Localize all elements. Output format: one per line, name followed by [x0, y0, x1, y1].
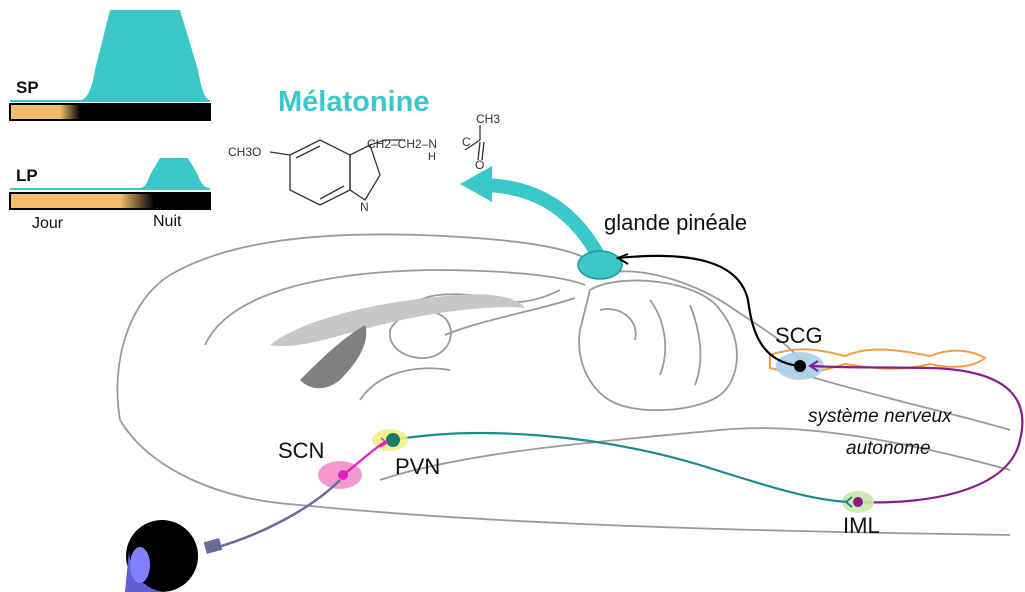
iml-scg-fiber	[811, 364, 1024, 504]
sp-melatonin-curve	[10, 10, 210, 100]
scn-label: SCN	[278, 438, 325, 463]
formula-ch3o: CH3O	[228, 145, 262, 159]
lp-photoperiod-bar	[9, 192, 211, 210]
formula-o: O	[475, 158, 485, 172]
lp-melatonin-curve	[10, 158, 210, 188]
formula-chain: CH2–CH2–N	[367, 137, 438, 151]
iml-label: IML	[843, 513, 880, 538]
ans-label-line2: autonome	[846, 438, 931, 459]
scg-label: SCG	[775, 323, 823, 348]
pineal-label: glande pinéale	[604, 210, 748, 235]
lateral-ventricle	[270, 294, 525, 347]
lp-label: LP	[16, 166, 38, 185]
scn-pvn-fiber	[342, 441, 386, 476]
pvn-iml-fiber	[392, 432, 849, 504]
day-label: Jour	[32, 215, 64, 232]
sp-label: SP	[16, 78, 39, 97]
formula-n: N	[360, 200, 369, 214]
third-ventricle	[300, 325, 367, 389]
sympathetic-chain	[769, 348, 987, 374]
formula-h: H	[428, 151, 436, 163]
melatonin-title: Mélatonine	[278, 86, 430, 118]
scg-pineal-fiber	[617, 254, 801, 368]
retina-scn-fiber	[214, 479, 341, 550]
pvn-label: PVN	[395, 454, 441, 479]
sp-panel	[9, 10, 211, 121]
night-label: Nuit	[153, 213, 182, 230]
eye-icon	[125, 520, 198, 592]
pineal-gland	[577, 250, 623, 280]
melatonin-molecule	[269, 125, 485, 206]
formula-c: C	[462, 135, 471, 149]
brain-outline	[116, 233, 1011, 536]
ans-label-line1: système nerveux	[808, 406, 952, 427]
melatonin-secretion-arrow	[479, 178, 605, 259]
formula-ch3: CH3	[476, 112, 501, 126]
lp-panel	[9, 158, 211, 210]
sp-photoperiod-bar	[9, 103, 211, 121]
